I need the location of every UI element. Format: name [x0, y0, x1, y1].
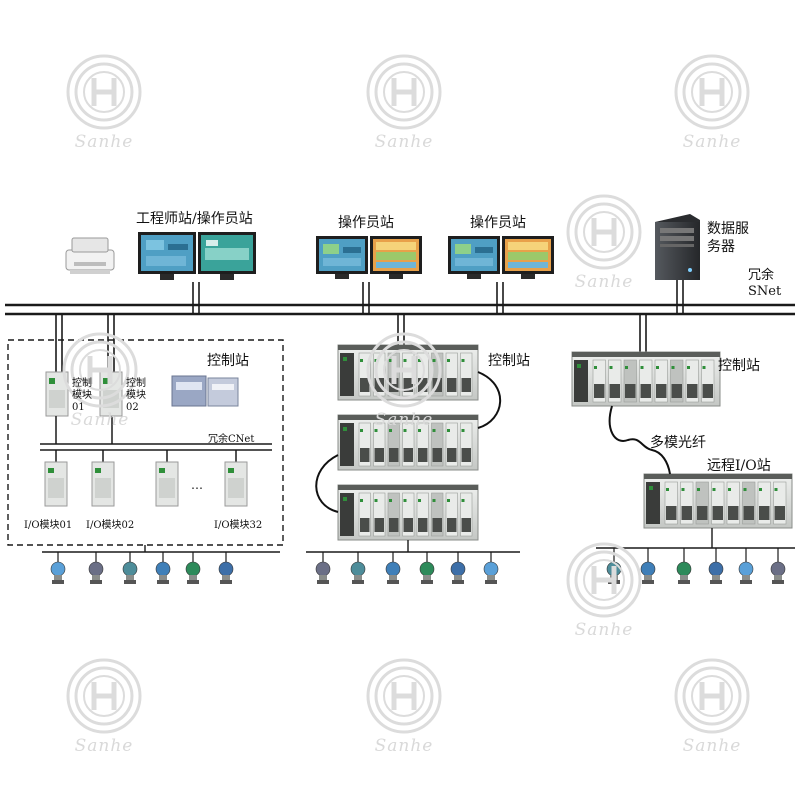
controller-rack-icon — [643, 473, 793, 529]
server-tower-icon — [655, 214, 700, 280]
field-transmitter-icon — [419, 552, 435, 584]
monitor-icon — [316, 236, 368, 279]
field-transmitter-icon — [218, 552, 234, 584]
fiber-cable — [608, 405, 671, 475]
monitor-icon — [370, 236, 422, 279]
controller-rack-icon — [571, 351, 721, 407]
label-control-module-02: 控制模块02 — [126, 378, 146, 413]
label-control-station-1: 控制站 — [207, 353, 249, 369]
field-transmitter-icon — [738, 548, 754, 584]
controller-rack-group — [337, 344, 479, 541]
label-redundant-snet: 冗余 SNet — [748, 268, 782, 299]
monitor-icon — [502, 236, 554, 279]
snet-bus — [5, 303, 795, 316]
field-transmitter-icon — [606, 548, 622, 584]
field-transmitter-icon — [50, 552, 66, 584]
field-transmitter-icon — [350, 552, 366, 584]
label-data-server: 数据服务器 — [707, 221, 749, 255]
controller-rack-icon — [337, 484, 479, 541]
label-operator-station-1: 操作员站 — [338, 215, 394, 231]
field-transmitter-icon — [450, 552, 466, 584]
io-module-icon — [99, 371, 123, 417]
middle-drop-lines — [397, 314, 405, 345]
label-engineer-operator-station: 工程师站/操作员站 — [136, 211, 253, 227]
field-transmitter-icon — [640, 548, 656, 584]
label-operator-station-2: 操作员站 — [470, 215, 526, 231]
label-io-module-01: I/O模块01 — [24, 520, 73, 531]
monitor-icon — [198, 232, 256, 280]
label-control-station-2: 控制站 — [488, 353, 530, 369]
controller-rack-icon — [337, 344, 479, 401]
label-remote-io-station: 远程I/O站 — [707, 458, 771, 474]
monitor-icon — [448, 236, 500, 279]
field-transmitter-icon — [676, 548, 692, 584]
field-bus — [42, 528, 795, 553]
field-transmitter-icon — [483, 552, 499, 584]
label-control-station-3: 控制站 — [718, 358, 760, 374]
printer-icon — [65, 237, 115, 274]
power-supply-icon — [171, 375, 239, 407]
label-redundant-cnet: 冗余CNet — [208, 434, 255, 445]
label-multimode-fiber: 多模光纤 — [650, 435, 706, 451]
label-io-module-32: I/O模块32 — [214, 520, 263, 531]
field-transmitter-icon — [155, 552, 171, 584]
io-module-icon — [91, 461, 115, 507]
field-transmitter-icon — [315, 552, 331, 584]
left-drop-lines — [55, 314, 115, 372]
field-transmitter-icon — [770, 548, 786, 584]
field-device-group — [50, 548, 786, 584]
label-control-module-01: 控制模块01 — [72, 378, 92, 413]
io-module-icon — [224, 461, 248, 507]
monitor-icon — [138, 232, 196, 280]
rack-link-cable — [315, 454, 339, 513]
field-transmitter-icon — [385, 552, 401, 584]
io-module-icon — [155, 461, 179, 507]
label-io-module-02: I/O模块02 — [86, 520, 135, 531]
station-drop-lines — [192, 280, 684, 314]
field-transmitter-icon — [122, 552, 138, 584]
field-transmitter-icon — [88, 552, 104, 584]
right-drop-lines — [639, 314, 647, 352]
field-transmitter-icon — [185, 552, 201, 584]
io-module-icon — [45, 371, 69, 417]
controller-rack-group — [571, 351, 793, 529]
controller-rack-icon — [337, 414, 479, 471]
field-transmitter-icon — [708, 548, 724, 584]
label-ellipsis: … — [191, 478, 203, 492]
cnet-bus — [40, 416, 272, 462]
io-module-icon — [44, 461, 68, 507]
rack-link-cable — [477, 371, 502, 429]
